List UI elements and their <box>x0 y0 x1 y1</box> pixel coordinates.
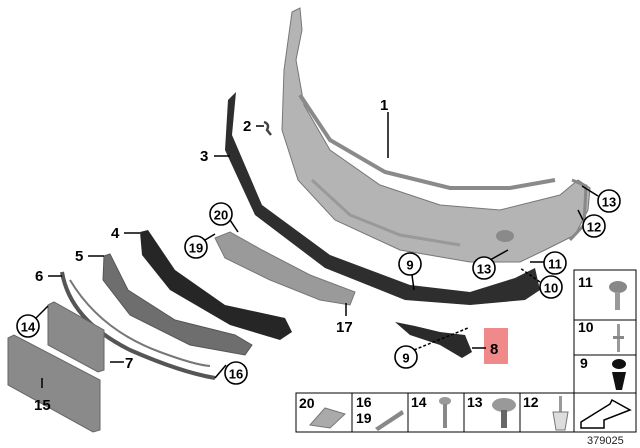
part-plate-base-7[interactable] <box>47 301 105 373</box>
legend-12: 12 <box>523 394 539 410</box>
label-15: 15 <box>34 397 51 414</box>
label-8: 8 <box>490 341 498 358</box>
screw-icon <box>439 397 451 428</box>
bolt-icon <box>609 281 627 310</box>
svg-text:9: 9 <box>406 258 413 273</box>
highlight-box <box>484 328 508 364</box>
part-panel-17[interactable] <box>214 231 356 306</box>
label-6: 6 <box>35 268 43 285</box>
svg-text:9: 9 <box>402 351 409 366</box>
legend-side: 11 10 9 <box>573 269 637 394</box>
callout-9b: 9 <box>394 345 418 369</box>
callout-11: 11 <box>543 251 567 275</box>
svg-text:20: 20 <box>214 208 228 223</box>
expansion-clip-icon <box>612 359 626 390</box>
label-4: 4 <box>111 225 120 242</box>
legend-20: 20 <box>299 395 315 411</box>
direction-arrow-icon <box>580 398 632 429</box>
bracket-clip-icon <box>375 410 404 431</box>
callout-9a: 9 <box>398 252 422 276</box>
part-plate-15[interactable] <box>7 334 101 433</box>
legend-14: 14 <box>411 394 427 410</box>
part-grille-5[interactable] <box>102 253 253 356</box>
flat-head-screw-icon <box>492 398 516 428</box>
part-8[interactable] <box>395 322 472 358</box>
callout-20: 20 <box>209 202 233 226</box>
label-2: 2 <box>243 118 251 135</box>
callout-19: 19 <box>184 235 208 259</box>
reference-number: 379025 <box>587 435 624 447</box>
leader-lines <box>35 112 599 388</box>
legend-9: 9 <box>580 355 588 371</box>
svg-text:13: 13 <box>602 195 616 210</box>
legend-10: 10 <box>578 319 594 335</box>
svg-text:14: 14 <box>21 320 36 335</box>
callout-13b: 13 <box>472 256 496 280</box>
callout-10: 10 <box>539 275 563 299</box>
legend-13: 13 <box>467 394 483 410</box>
part-clip-2[interactable] <box>263 120 272 136</box>
part-grille-4[interactable] <box>140 230 292 340</box>
callout-12: 12 <box>582 214 606 238</box>
label-3: 3 <box>200 148 208 165</box>
callout-14: 14 <box>16 314 40 338</box>
label-5: 5 <box>75 248 83 265</box>
svg-text:11: 11 <box>548 257 562 272</box>
svg-text:12: 12 <box>587 220 601 235</box>
svg-text:16: 16 <box>229 367 243 382</box>
rivet-icon <box>613 324 624 352</box>
label-7: 7 <box>125 355 133 372</box>
legend-19: 19 <box>356 410 372 426</box>
svg-text:10: 10 <box>544 281 558 296</box>
part-spoiler-3[interactable] <box>225 92 540 305</box>
svg-text:13: 13 <box>477 262 491 277</box>
label-1: 1 <box>380 97 388 114</box>
callout-16: 16 <box>224 361 248 385</box>
push-rivet-icon <box>552 396 569 431</box>
part-bumper-1[interactable] <box>281 7 591 263</box>
svg-text:19: 19 <box>189 241 203 256</box>
clip-nut-icon <box>309 407 346 429</box>
callout-13a: 13 <box>597 189 621 213</box>
legend-16: 16 <box>356 394 372 410</box>
legend-11: 11 <box>578 274 593 290</box>
legend-bottom: 20 16 19 14 13 12 <box>295 392 637 433</box>
part-trim-6[interactable] <box>60 271 216 380</box>
label-17: 17 <box>336 319 353 336</box>
